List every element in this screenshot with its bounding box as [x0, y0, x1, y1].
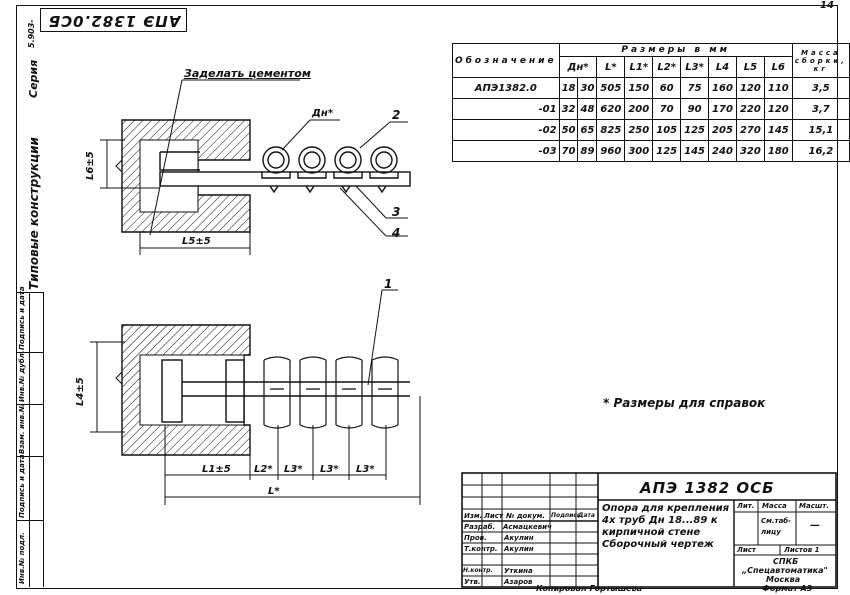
dim-l: L*	[268, 486, 280, 497]
sheet-frame	[16, 5, 838, 589]
margin-col-divider	[29, 292, 30, 587]
title-line-3: кирпичной стене	[602, 527, 701, 538]
margin-row-2	[16, 352, 43, 353]
top-view-channel	[159, 151, 411, 187]
dim-l1: L1±5	[202, 464, 231, 475]
paper-format: Формат А3	[762, 584, 813, 593]
callout-2: 2	[392, 108, 401, 122]
hdr-sign: Подпись	[551, 512, 581, 519]
title-line-1: Опора для крепления	[602, 503, 730, 514]
callout-3: 3	[392, 205, 401, 219]
sheet-label: Лист	[737, 546, 756, 554]
cell: 240	[708, 140, 737, 162]
table-row: АПЭ1382.0 18 30 505 150 60 75 160 120 11…	[452, 77, 850, 99]
role-approved: Утв.	[464, 578, 481, 586]
top-view-pipes	[261, 146, 399, 194]
name-approved: Азаров	[504, 578, 533, 586]
dim-l3-b: L3*	[320, 464, 339, 475]
role-developer: Разраб.	[464, 523, 496, 531]
margin-row-1	[16, 292, 43, 293]
front-view-dimensions	[90, 341, 421, 505]
callout-4: 4	[392, 226, 401, 240]
org-line-1: СПКБ	[773, 557, 799, 566]
col-mass-tb: Масса	[762, 502, 787, 510]
doc-code: АПЭ 1382 ОСБ	[640, 479, 775, 497]
callout-1: 1	[384, 277, 393, 291]
hdr-list: Лист	[484, 512, 503, 520]
top-view-dimensions	[100, 139, 251, 255]
role-ncontrol: Н.контр.	[463, 567, 493, 574]
name-tcontrol: Акулин	[504, 545, 534, 553]
title-block-lines	[461, 472, 837, 588]
margin-row-5	[16, 520, 43, 521]
role-checker: Пров.	[464, 534, 487, 542]
name-developer: Асмацкевич	[503, 523, 552, 531]
sheets-label: Листов 1	[784, 546, 820, 554]
cell-designation: -03	[452, 140, 560, 162]
col-lit: Лит.	[737, 502, 755, 510]
name-ncontrol: Уткина	[504, 567, 533, 575]
cell: 70	[558, 140, 579, 162]
hdr-izm: Изм.	[464, 512, 483, 520]
col-scale: Масшт.	[799, 502, 829, 510]
reference-note: * Размеры для справок	[603, 396, 766, 410]
note-cement: Заделать цементом	[184, 67, 311, 80]
table-row: -03 70 89 960 300 125 145 240 320 180 16…	[452, 140, 850, 162]
org-line-3: Москва	[766, 575, 801, 584]
dim-l3-c: L3*	[356, 464, 375, 475]
hdr-date: Дата	[578, 512, 595, 519]
sheet-number: 14	[820, 0, 834, 11]
front-view-pipes	[263, 356, 399, 429]
margin-stamp-strip	[16, 292, 44, 587]
hdr-doc: № докум.	[506, 512, 546, 520]
dim-l6: L6±5	[85, 151, 96, 180]
name-checker: Акулин	[504, 534, 534, 542]
cell: 125	[652, 140, 682, 162]
cell-mass: 16,2	[791, 140, 850, 162]
mass-value: См.таб-лицу	[761, 517, 792, 536]
dim-l5: L5±5	[182, 236, 211, 247]
role-tcontrol: Т.контр.	[464, 545, 498, 553]
top-view-leaders	[149, 79, 408, 237]
scale-value: —	[810, 520, 820, 531]
label-dn: Дн*	[312, 108, 334, 119]
stamp-code-box	[40, 8, 187, 32]
spec-table: Обозначение Размеры в мм Масса сборки, к…	[452, 43, 850, 162]
title-line-4: Сборочный чертеж	[602, 539, 714, 550]
front-view-wall	[115, 324, 251, 456]
margin-row-4	[16, 456, 43, 457]
table-row: -01 32 48 620 200 70 90 170 220 120 3,7	[452, 98, 850, 120]
cell: 145	[680, 140, 710, 162]
org-line-2: „Спецавтоматика"	[742, 566, 828, 575]
copied-by: Копировал Гортышева	[536, 584, 643, 593]
dim-l2: L2*	[254, 464, 273, 475]
dim-l3-a: L3*	[284, 464, 303, 475]
title-line-2: 4х труб Дн 18...89 к	[602, 515, 718, 526]
dim-l4: L4±5	[75, 377, 86, 406]
col-mass: Масса сборки, кг	[791, 43, 850, 78]
margin-row-3	[16, 404, 43, 405]
